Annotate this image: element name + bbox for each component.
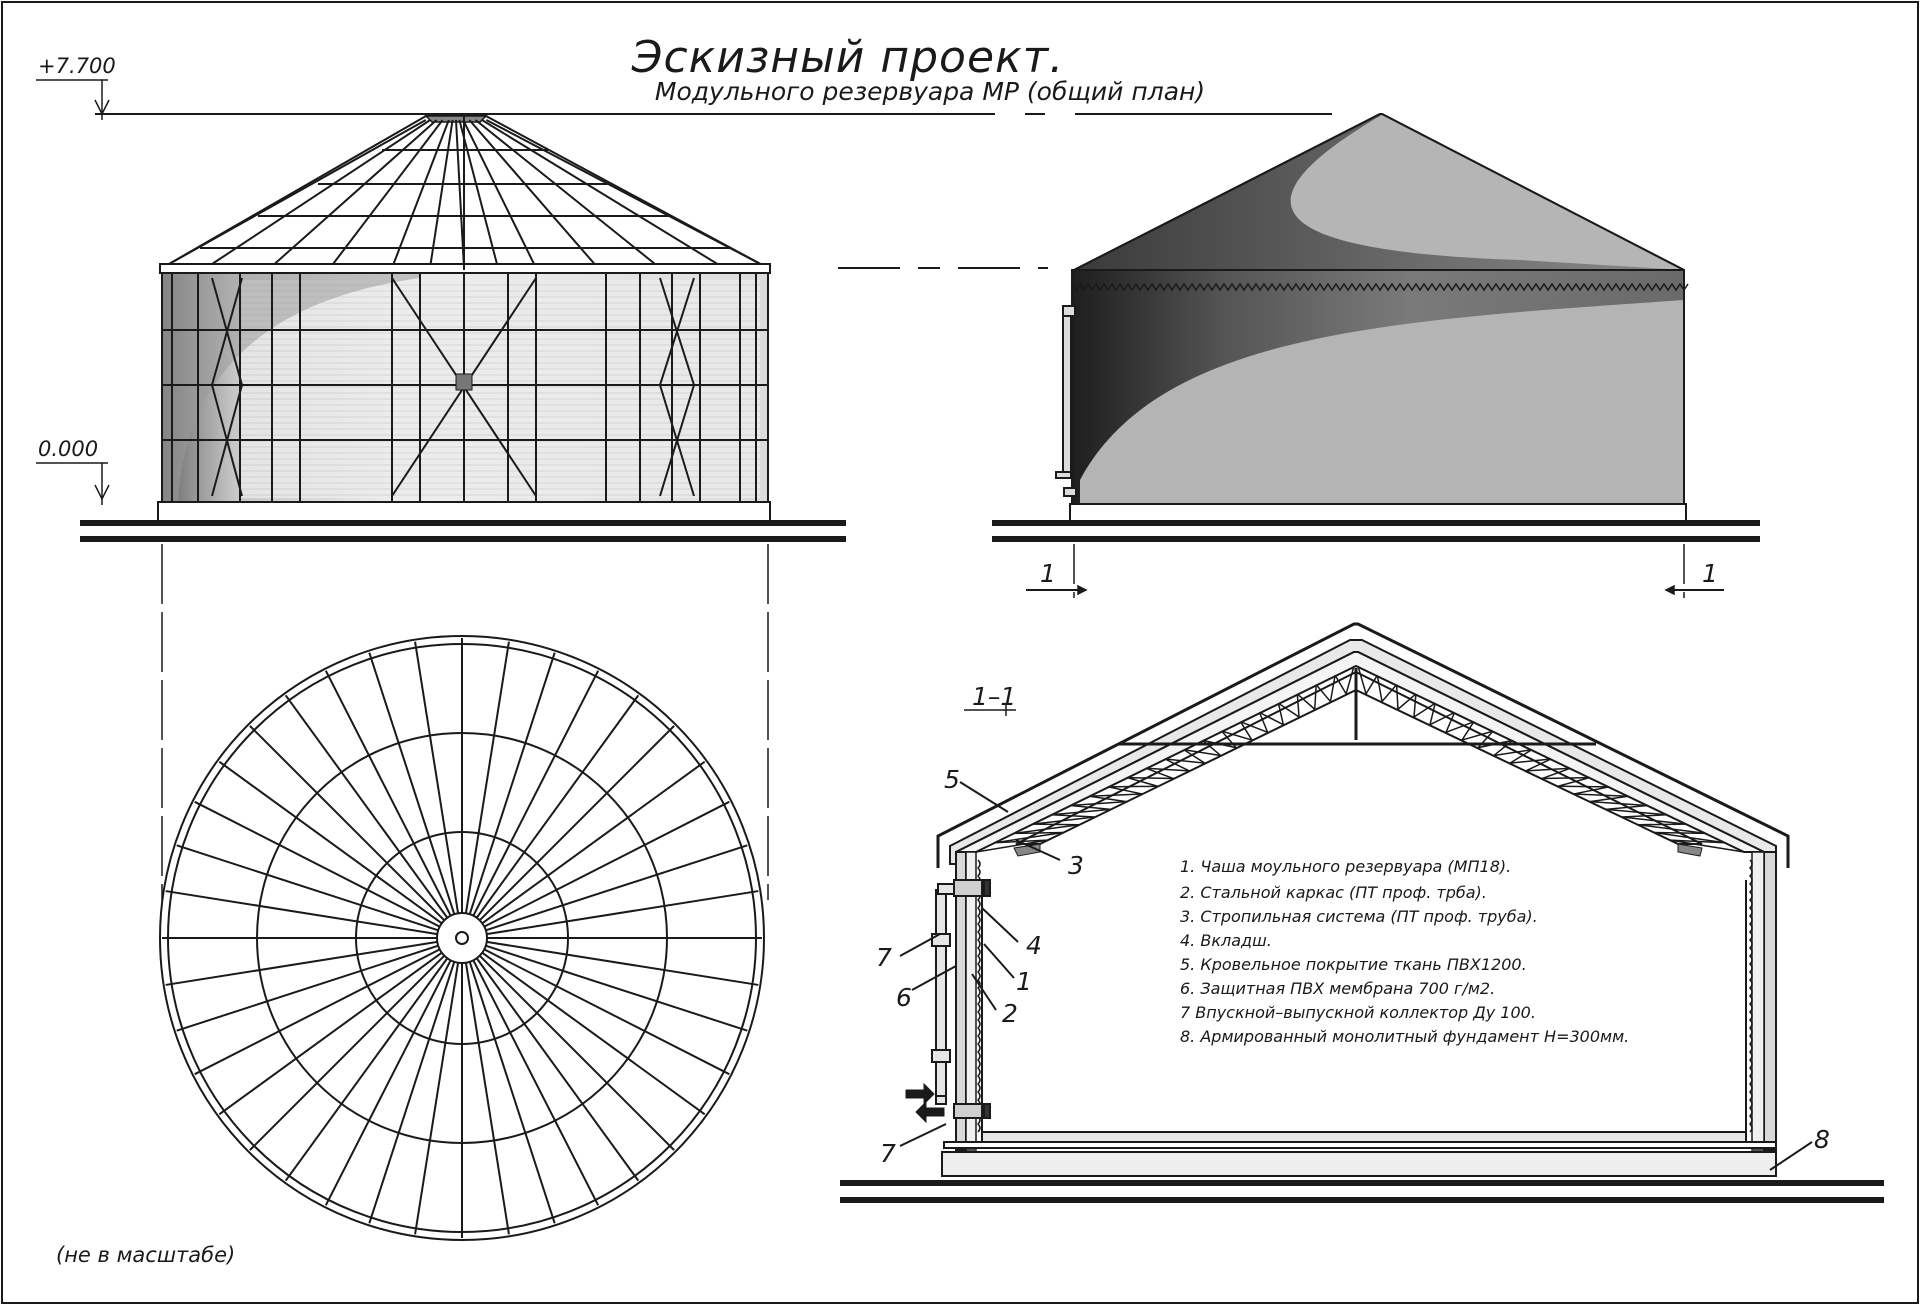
title-block: Эскизный проект. Модульного резервуара М… [95, 32, 1332, 115]
legend-item-2: 2. Стальной каркас (ПТ проф. трба). [1180, 883, 1487, 902]
side-view-covered [838, 113, 1689, 523]
callout-3: 3 [1068, 851, 1084, 880]
section-cut-marks [1026, 544, 1724, 598]
callout-7-bottom: 7 [880, 1139, 896, 1168]
level-mark-top-label: +7.700 [38, 54, 116, 78]
front-ground-line [80, 520, 846, 542]
section-1-1: 1–1 [899, 622, 1813, 1177]
plan-view [159, 635, 765, 1241]
legend-item-3: 3. Стропильная система (ПТ проф. труба). [1180, 907, 1538, 926]
drawing-subtitle: Модульного резервуара МР (общий план) [655, 77, 1205, 106]
level-mark-ground: 0.000 [36, 437, 110, 505]
legend-item-8: 8. Армированный монолитный фундамент Н=3… [1180, 1027, 1629, 1046]
callout-2: 2 [1002, 999, 1018, 1028]
legend-item-7: 7 Впускной–выпускной коллектор Ду 100. [1180, 1003, 1536, 1022]
section-title: 1–1 [972, 682, 1016, 711]
section-cut-label-right: 1 [1702, 559, 1718, 588]
callout-6: 6 [896, 983, 912, 1012]
section-ground-line [840, 1180, 1884, 1203]
callouts: 5 3 4 7 1 6 2 7 8 [876, 765, 1830, 1168]
drawing-title: Эскизный проект. [631, 32, 1064, 83]
scale-note: (не в масштабе) [56, 1243, 235, 1267]
front-view-frame [157, 115, 771, 523]
legend-item-5: 5. Кровельное покрытие ткань ПВХ1200. [1180, 955, 1527, 974]
callout-5: 5 [944, 765, 960, 794]
level-mark-ground-label: 0.000 [38, 437, 98, 461]
side-ground-line [992, 520, 1760, 542]
legend-item-1: 1. Чаша моульного резервуара (МП18). [1180, 857, 1511, 876]
level-mark-top: +7.700 [36, 54, 116, 120]
section-legend: 1. Чаша моульного резервуара (МП18). 2. … [1180, 857, 1629, 1046]
callout-7-top: 7 [876, 943, 892, 972]
projection-lines [161, 544, 769, 900]
section-cut-label-left: 1 [1040, 559, 1056, 588]
legend-item-6: 6. Защитная ПВХ мембрана 700 г/м2. [1180, 979, 1495, 998]
callout-4: 4 [1026, 931, 1042, 960]
callout-1: 1 [1016, 967, 1032, 996]
callout-8: 8 [1814, 1125, 1830, 1154]
legend-item-4: 4. Вкладш. [1180, 931, 1272, 950]
